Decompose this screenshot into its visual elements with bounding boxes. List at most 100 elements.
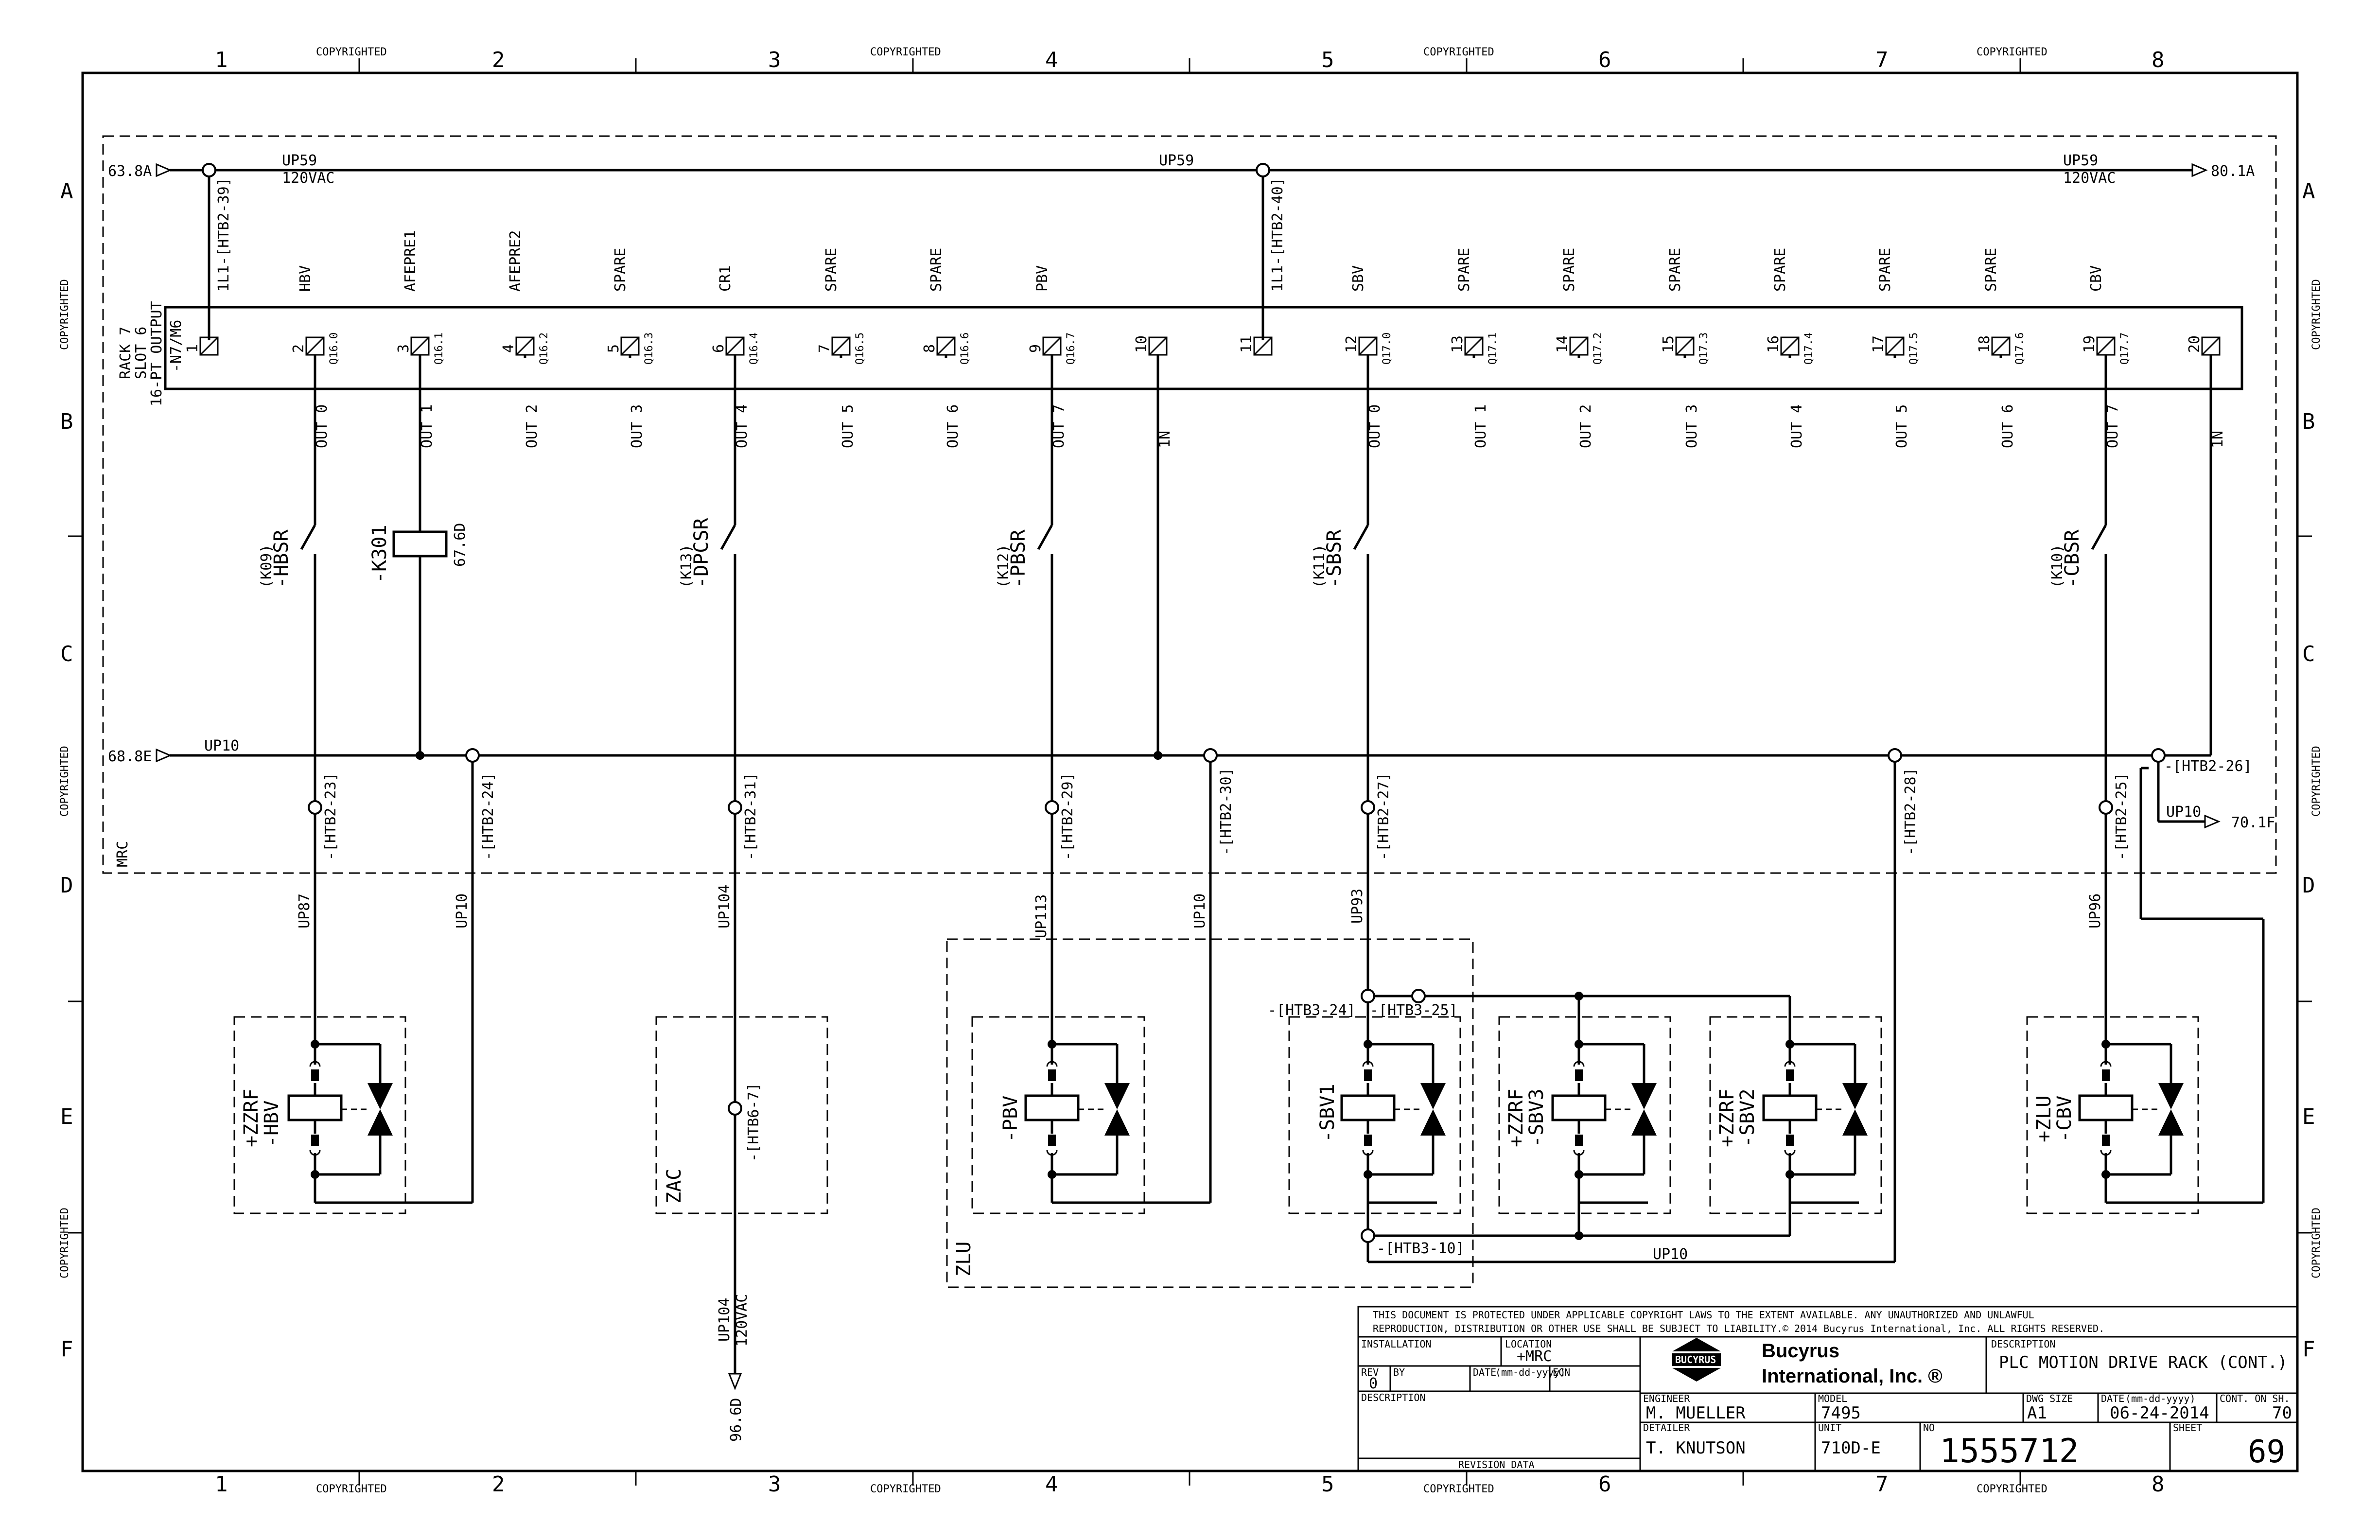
terminal-output: OUT 2: [524, 404, 541, 448]
terminal-number: 5: [605, 344, 622, 353]
solenoid-valve: [1340, 1040, 1446, 1204]
solenoid-valve: [287, 1040, 393, 1204]
relay-tag: (K12): [995, 544, 1012, 588]
unit-label: UNIT: [1818, 1422, 1841, 1434]
copyright-mark: COPYRIGHTED: [59, 279, 71, 350]
date2-format: (mm-dd-yyyy): [2125, 1393, 2196, 1404]
terminal-output: OUT 7: [2104, 404, 2121, 448]
relay-name: -HBSR: [270, 529, 293, 588]
sheet-number: 69: [2248, 1434, 2285, 1470]
bottom-in-ref: 68.8E: [108, 748, 152, 765]
top-right-voltage: 120VAC: [2063, 170, 2116, 187]
wire-up10-b: UP10: [1191, 893, 1208, 928]
by-label: BY: [1393, 1366, 1405, 1378]
row-label: F: [2302, 1337, 2315, 1362]
row-label: A: [2302, 179, 2315, 204]
terminal-label: SPARE: [928, 248, 945, 292]
terminal-output: OUT 5: [840, 404, 857, 448]
date-label: DATE: [1473, 1366, 1496, 1378]
copyright-mark: COPYRIGHTED: [1977, 46, 2048, 58]
terminal-output: OUT 0: [314, 404, 331, 448]
row-label: B: [2302, 409, 2315, 434]
copyright-mark: COPYRIGHTED: [1423, 46, 1494, 58]
branch-wiring: (K09) -HBSR -[HTB2-23] UP87 -K301 67.6D …: [258, 358, 2265, 1442]
copyright-mark: COPYRIGHTED: [1977, 1483, 2048, 1495]
terminal-address: Q17.5: [1908, 332, 1920, 365]
relay-tag: (K09): [258, 544, 275, 588]
bottom-rail: 68.8E UP10 -[HTB2-26] UP10 70.1F: [108, 737, 2275, 831]
terminal-htb2-29: -[HTB2-29]: [1059, 772, 1076, 860]
terminal-number: 16: [1765, 335, 1782, 353]
device-label: +ZLU: [2033, 1096, 2055, 1142]
date-format: (mm-dd-yyyy): [1495, 1366, 1566, 1378]
copyright-marks: COPYRIGHTED COPYRIGHTED COPYRIGHTED COPY…: [59, 46, 2323, 1495]
detailer-value: T. KNUTSON: [1646, 1438, 1746, 1458]
terminal-output: 1N: [1156, 431, 1173, 448]
col-label: 8: [2152, 1472, 2165, 1497]
col-label: 6: [1598, 1472, 1611, 1497]
row-label: D: [2302, 873, 2315, 898]
detailer-label: DETAILER: [1643, 1422, 1690, 1434]
terminal-htb2-28: -[HTB2-28]: [1902, 768, 1919, 856]
terminal-address: Q16.7: [1065, 332, 1077, 365]
terminal-address: Q17.4: [1803, 332, 1815, 365]
col-label: 6: [1598, 48, 1611, 72]
model-value: 7495: [1821, 1403, 1861, 1423]
terminal-htb3-25: -[HTB3-25]: [1370, 1002, 1458, 1019]
col-label: 8: [2152, 48, 2165, 72]
cont-label: CONT. ON SH.: [2220, 1393, 2290, 1404]
terminal-label: HBV: [297, 265, 314, 292]
device-label: -HBV: [261, 1101, 283, 1147]
module-title: RACK 7: [117, 327, 134, 379]
terminal-number: 19: [2081, 335, 2098, 353]
rail-node: [202, 163, 216, 177]
device-label: -CBV: [2053, 1096, 2076, 1142]
relay-tag: (K11): [1311, 544, 1328, 588]
row-label: E: [2302, 1104, 2315, 1129]
terminal-address: Q17.2: [1592, 332, 1604, 365]
top-voltage: 120VAC: [282, 170, 334, 187]
terminal-number: 9: [1027, 344, 1044, 353]
col-label: 7: [1875, 48, 1889, 72]
col-label: 1: [215, 48, 228, 72]
location-value: +MRC: [1517, 1348, 1552, 1365]
solenoid-valve: [1024, 1040, 1130, 1204]
solenoid-valves: [287, 996, 2184, 1236]
row-label: C: [2302, 642, 2315, 666]
solenoid-valve: [1762, 1040, 1868, 1204]
dwg-size-value: A1: [2027, 1403, 2047, 1423]
engineer-label: ENGINEER: [1643, 1393, 1690, 1404]
terminal-label: 1L1-[HTB2-39]: [215, 177, 232, 292]
terminal-1: 1: [184, 336, 219, 356]
wire-up10: UP10: [454, 893, 471, 928]
copyright-mark: COPYRIGHTED: [2310, 279, 2323, 350]
copyright-mark: COPYRIGHTED: [59, 1208, 71, 1278]
terminal-number: 12: [1343, 335, 1360, 353]
device-label: -PBV: [999, 1096, 1022, 1142]
terminal-output: OUT 2: [1577, 404, 1594, 448]
sbv1-box: [1288, 1016, 1461, 1214]
date-value: 06-24-2014: [2110, 1403, 2209, 1423]
zac-label: ZAC: [663, 1169, 685, 1204]
mrc-enclosure: [102, 135, 2277, 874]
frame-ticks: [68, 58, 2312, 1486]
sbv3-box: [1498, 1016, 1671, 1214]
relay-name: -PBSR: [1007, 529, 1030, 588]
revision-data-label: REVISION DATA: [1458, 1459, 1535, 1470]
terminal-htb2-24: -[HTB2-24]: [480, 772, 497, 860]
terminal-box: [1253, 336, 1273, 356]
device-label: +ZZRF: [1505, 1089, 1527, 1147]
device-label: -SBV2: [1736, 1089, 1759, 1147]
terminal-label: SPARE: [1983, 248, 2000, 292]
terminal-number: 3: [395, 344, 412, 353]
terminal-label: SBV: [1350, 265, 1367, 292]
company-name-2: International, Inc. ®: [1762, 1365, 1942, 1387]
rail-node: [1888, 748, 1902, 763]
zzrf-hbv-box: [233, 1016, 406, 1214]
copyright-mark: COPYRIGHTED: [2310, 746, 2323, 817]
